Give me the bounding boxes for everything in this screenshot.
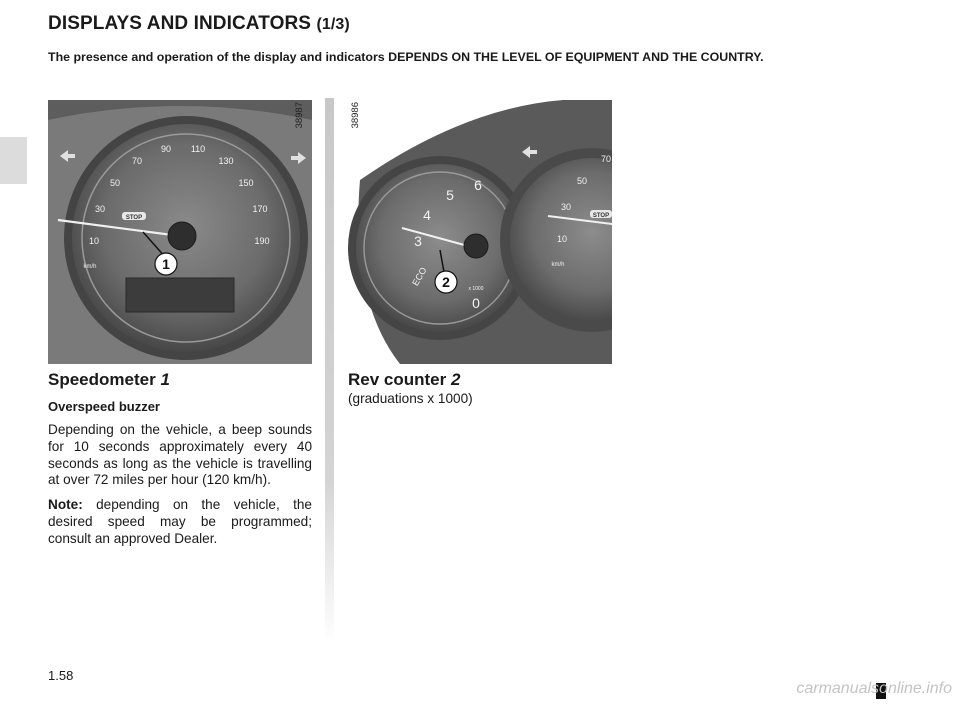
rev-label-4: 4 bbox=[423, 207, 431, 223]
speed-label-130: 130 bbox=[218, 156, 233, 166]
speedometer-section: Speedometer 1 Overspeed buzzer Depending… bbox=[48, 370, 312, 548]
speedometer-figure: STOP 10 30 50 70 90 110 130 150 170 190 … bbox=[48, 100, 312, 364]
rev-counter-heading: Rev counter 2 bbox=[348, 370, 461, 389]
rev-label-6: 6 bbox=[474, 177, 482, 193]
column-divider bbox=[325, 98, 334, 643]
speed-label-190: 190 bbox=[254, 236, 269, 246]
graduations-note: (graduations x 1000) bbox=[348, 391, 473, 406]
svg-text:STOP: STOP bbox=[126, 215, 142, 221]
speed-label-partial-70: 70 bbox=[601, 154, 611, 164]
rev-counter-figure: 0 3 4 5 6 ECO x 1000 2 10 30 50 70 km/h … bbox=[340, 100, 612, 364]
right-arrow-icon bbox=[291, 152, 306, 164]
speed-label-partial-50: 50 bbox=[577, 176, 587, 186]
left-arrow-icon-2 bbox=[522, 146, 537, 158]
speed-label-90: 90 bbox=[161, 144, 171, 154]
overspeed-paragraph: Depending on the vehicle, a beep sounds … bbox=[48, 422, 312, 488]
corner-mark bbox=[876, 683, 886, 699]
speed-label-partial-10: 10 bbox=[557, 234, 567, 244]
speed-label-50: 50 bbox=[110, 178, 120, 188]
speed-label-170: 170 bbox=[252, 204, 267, 214]
speed-label-110: 110 bbox=[191, 144, 205, 154]
rev-counter-ref-code: 38986 bbox=[350, 102, 361, 129]
speed-unit: km/h bbox=[83, 264, 96, 270]
rev-counter-callout: 2 bbox=[442, 274, 450, 290]
speedometer-ref-code: 38987 bbox=[294, 102, 305, 129]
speed-label-150: 150 bbox=[238, 178, 253, 188]
rev-label-0: 0 bbox=[472, 295, 480, 311]
chapter-tab bbox=[0, 137, 27, 184]
speedometer-callout: 1 bbox=[162, 256, 170, 272]
rev-label-3: 3 bbox=[414, 233, 422, 249]
rev-counter-section: Rev counter 2 (graduations x 1000) bbox=[348, 370, 608, 406]
rev-multiplier: x 1000 bbox=[468, 286, 483, 292]
title-part: (1/3) bbox=[316, 16, 350, 33]
watermark: carmanualsonline.info bbox=[796, 680, 952, 697]
speedometer-heading: Speedometer 1 bbox=[48, 370, 170, 389]
page-title: DISPLAYS AND INDICATORS (1/3) bbox=[48, 13, 350, 34]
rev-label-5: 5 bbox=[446, 187, 454, 203]
speed-label-70: 70 bbox=[132, 156, 142, 166]
speed-label-partial-30: 30 bbox=[561, 202, 571, 212]
speed-label-30: 30 bbox=[95, 204, 105, 214]
speed-unit-partial: km/h bbox=[551, 262, 564, 268]
left-arrow-icon bbox=[60, 150, 75, 162]
svg-text:STOP: STOP bbox=[593, 213, 609, 219]
overspeed-buzzer-subheading: Overspeed buzzer bbox=[48, 399, 160, 414]
note-paragraph: Note: depending on the vehicle, the desi… bbox=[48, 497, 312, 546]
speed-label-10: 10 bbox=[89, 236, 99, 246]
page-number: 1.58 bbox=[48, 668, 74, 683]
page-subtitle: The presence and operation of the displa… bbox=[48, 50, 764, 64]
